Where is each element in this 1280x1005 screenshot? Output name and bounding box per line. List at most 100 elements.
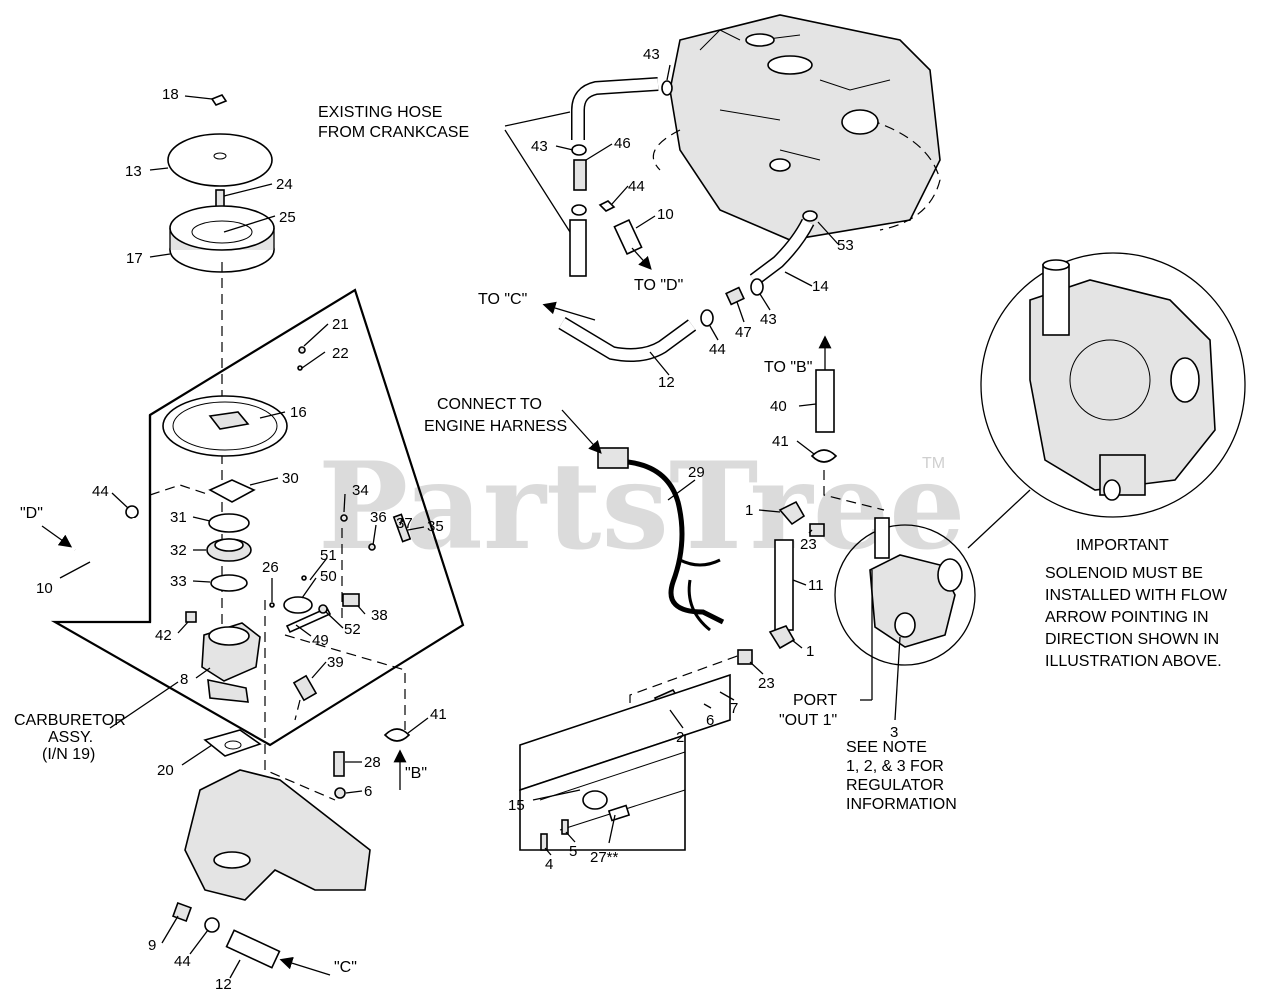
callout-38: 38 — [371, 607, 388, 624]
part-43-clamp-b — [571, 144, 587, 156]
part-43-clamp-a — [661, 80, 673, 96]
part-33-ring — [210, 574, 248, 592]
callout-36: 36 — [370, 509, 387, 526]
callout-33: 33 — [170, 573, 187, 590]
callout-4: 4 — [545, 856, 553, 873]
part-31-ring — [208, 513, 250, 533]
part-12-hose-a — [225, 929, 281, 969]
callout-23-b: 23 — [758, 675, 775, 692]
part-29-harness — [627, 459, 725, 625]
part-10-hose-a — [74, 518, 136, 571]
callout-2: 2 — [676, 729, 684, 746]
callout-52: 52 — [344, 621, 361, 638]
callout-42: 42 — [155, 627, 172, 644]
label-existing-hose-2: FROM CRANKCASE — [318, 124, 469, 141]
callout-18: 18 — [162, 86, 179, 103]
regulator-detail-circle — [834, 524, 976, 666]
callout-53: 53 — [837, 237, 854, 254]
callout-3: 3 — [890, 724, 898, 741]
part-38 — [342, 593, 360, 607]
part-5 — [561, 819, 569, 835]
engine — [669, 14, 941, 241]
part-1-elbow-a — [778, 500, 806, 526]
part-20-gasket — [203, 729, 262, 757]
solenoid-detail-circle — [980, 252, 1246, 518]
label-see-note-1: SEE NOTE — [846, 739, 927, 756]
callout-5: 5 — [569, 843, 577, 860]
callout-6-a: 6 — [364, 783, 372, 800]
label-c-marker: "C" — [334, 959, 357, 976]
label-see-note-2: 1, 2, & 3 FOR — [846, 758, 944, 775]
part-46-fitting — [573, 159, 587, 191]
part-47-fitting — [725, 286, 745, 306]
important-title: IMPORTANT — [1076, 537, 1169, 554]
part-15-frame — [519, 673, 731, 792]
label-see-note-4: INFORMATION — [846, 796, 957, 813]
callout-15: 15 — [508, 797, 525, 814]
part-9 — [172, 902, 192, 922]
part-53 — [802, 210, 818, 222]
callout-47: 47 — [735, 324, 752, 341]
callout-40: 40 — [770, 398, 787, 415]
callout-41-a: 41 — [430, 706, 447, 723]
label-carburetor-1: CARBURETOR — [14, 712, 126, 729]
existing-hose-lower — [569, 219, 587, 277]
part-6-washer-a — [334, 787, 346, 799]
important-line-4: DIRECTION SHOWN IN — [1045, 631, 1219, 648]
part-41-clamp-b — [810, 449, 838, 463]
callout-20: 20 — [157, 762, 174, 779]
label-to-b: TO "B" — [764, 359, 812, 376]
callout-37: 37 — [396, 515, 413, 532]
part-44-clamp-c — [598, 200, 616, 212]
callout-44-d: 44 — [709, 341, 726, 358]
important-line-2: INSTALLED WITH FLOW — [1045, 587, 1228, 604]
callout-44-c: 44 — [628, 178, 645, 195]
callout-10-b: 10 — [657, 206, 674, 223]
part-40-hose — [815, 369, 835, 433]
callout-50: 50 — [320, 568, 337, 585]
harness-connector — [597, 447, 629, 469]
regulator-inlet — [874, 517, 890, 559]
part-50 — [283, 596, 313, 614]
label-connect-2: ENGINE HARNESS — [424, 418, 567, 435]
part-13-cover — [167, 133, 273, 187]
callout-29: 29 — [688, 464, 705, 481]
part-35 — [392, 513, 412, 543]
label-port-1: PORT — [793, 692, 837, 709]
label-existing-hose-1: EXISTING HOSE — [318, 104, 442, 121]
part-39 — [292, 674, 318, 702]
part-18-wingnut — [210, 94, 228, 106]
part-41-clamp-a — [383, 728, 411, 742]
callout-7: 7 — [730, 700, 738, 717]
callout-34: 34 — [352, 482, 369, 499]
callout-8: 8 — [180, 671, 188, 688]
watermark-trademark: TM — [922, 455, 945, 472]
part-11-hose — [774, 539, 794, 631]
callout-44-a: 44 — [92, 483, 109, 500]
callout-27: 27** — [590, 849, 619, 866]
part-4 — [540, 833, 548, 851]
part-30-gasket — [208, 479, 256, 503]
important-line-5: ILLUSTRATION ABOVE. — [1045, 653, 1222, 670]
label-port-2: "OUT 1" — [779, 712, 837, 729]
important-line-3: ARROW POINTING IN — [1045, 609, 1209, 626]
callout-16: 16 — [290, 404, 307, 421]
label-to-d: TO "D" — [634, 277, 683, 294]
part-23-fitting-b — [737, 649, 753, 665]
callout-13: 13 — [125, 163, 142, 180]
callout-14: 14 — [812, 278, 829, 295]
callout-22: 22 — [332, 345, 349, 362]
callout-17: 17 — [126, 250, 143, 267]
part-10-hose-b — [613, 218, 643, 256]
label-b-marker: "B" — [405, 765, 427, 782]
callout-30: 30 — [282, 470, 299, 487]
label-d-marker: "D" — [20, 505, 43, 522]
callout-43-c: 43 — [760, 311, 777, 328]
callout-10-a: 10 — [36, 580, 53, 597]
part-44-clamp-d — [700, 309, 714, 327]
callout-44-b: 44 — [174, 953, 191, 970]
part-23-fitting-a — [809, 523, 825, 537]
part-44-clamp-b — [204, 917, 220, 933]
callout-41-b: 41 — [772, 433, 789, 450]
